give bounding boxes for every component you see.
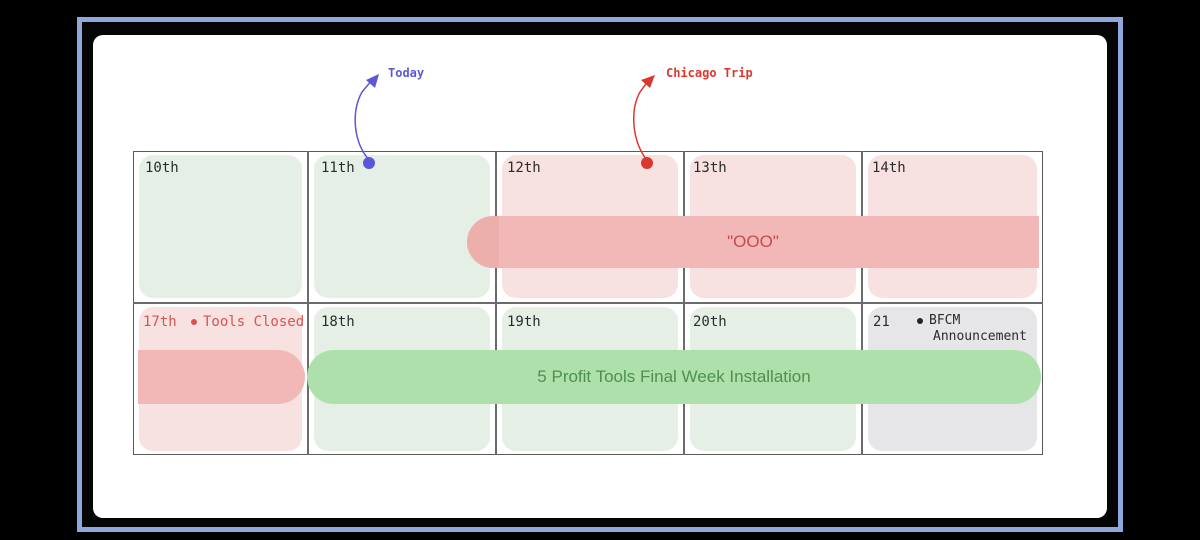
event-bullet-icon (191, 319, 197, 325)
day-label-19th: 19th (507, 314, 541, 330)
chicago-marker-icon (641, 157, 653, 169)
tools-closed-bar[interactable] (138, 350, 305, 404)
day-cell-10th[interactable] (133, 151, 308, 302)
day-cell-11th[interactable] (308, 151, 496, 302)
week-divider (133, 302, 1043, 304)
tools-closed-event[interactable]: Tools Closed (191, 314, 304, 330)
today-annotation: Today (388, 66, 425, 80)
day-label-20th: 20th (693, 314, 727, 330)
day-label-12th: 12th (507, 160, 541, 176)
day-label-17th: 17th (143, 314, 177, 330)
ooo-event-label: "OOO" (727, 232, 779, 251)
installation-event-bar[interactable]: 5 Profit Tools Final Week Installation (307, 350, 1041, 404)
chicago-trip-annotation: Chicago Trip (666, 66, 753, 80)
today-marker-icon (363, 157, 375, 169)
installation-event-label: 5 Profit Tools Final Week Installation (537, 367, 811, 386)
day-label-11th: 11th (321, 160, 355, 176)
tools-closed-label: Tools Closed (203, 314, 305, 330)
ooo-event-bar[interactable]: "OOO" (467, 216, 1039, 268)
day-label-13th: 13th (693, 160, 727, 176)
day-label-14th: 14th (872, 160, 906, 176)
day-label-18th: 18th (321, 314, 355, 330)
bfcm-label-line1: BFCM (929, 313, 961, 328)
event-bullet-icon (917, 317, 923, 324)
bfcm-event[interactable]: BFCM Announcement (917, 313, 1027, 345)
day-label-21: 21 (873, 314, 890, 330)
bfcm-label-line2: Announcement (933, 329, 1027, 344)
day-label-10th: 10th (145, 160, 179, 176)
